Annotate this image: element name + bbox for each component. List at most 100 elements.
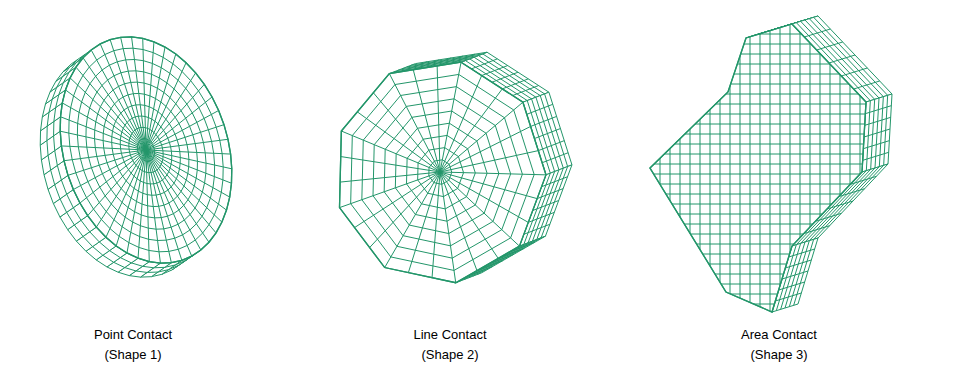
mesh-line (73, 208, 81, 221)
mesh-spoke (146, 63, 186, 150)
mesh-line (120, 258, 131, 263)
mesh-spoke (440, 172, 519, 246)
mesh-line (60, 199, 67, 213)
mesh-line (720, 24, 721, 312)
mesh-line (650, 54, 866, 55)
mesh-line (48, 155, 51, 170)
mesh-spoke (146, 42, 154, 150)
mesh-line (770, 24, 771, 312)
mesh-spoke (146, 139, 228, 150)
mesh-line (810, 24, 811, 312)
mesh-line (740, 24, 741, 312)
mesh-spoke (385, 172, 440, 268)
face-outline (60, 37, 232, 263)
mesh-spoke (146, 150, 149, 262)
mesh-line (534, 129, 560, 139)
mesh-line (800, 24, 801, 312)
mesh-line (83, 236, 93, 246)
front-face (60, 37, 232, 263)
mesh-spoke (389, 74, 440, 172)
shape-caption: Area Contact (Shape 3) (729, 325, 829, 365)
mesh-line (850, 24, 851, 312)
mesh-spoke (61, 146, 146, 150)
mesh-line (785, 260, 811, 268)
mesh-line (125, 268, 136, 271)
mesh-spoke (110, 40, 146, 150)
mesh-spoke (146, 84, 204, 150)
mesh-line (51, 170, 55, 185)
mesh-spoke (440, 172, 477, 271)
mesh-line (650, 304, 866, 305)
mesh-spoke (66, 90, 146, 150)
mesh-spoke (440, 76, 482, 172)
side-band (862, 94, 892, 172)
mesh-spoke (64, 150, 146, 161)
mesh-line (537, 189, 563, 199)
mesh-line (502, 79, 528, 89)
mesh-line (650, 214, 866, 215)
mesh-spoke (146, 150, 226, 210)
shape-caption: Line Contact (Shape 2) (400, 325, 500, 365)
mesh-spoke (146, 150, 160, 263)
mesh-spoke (80, 150, 146, 203)
mesh-line (650, 244, 866, 245)
mesh-line (864, 129, 890, 137)
mesh-line (528, 212, 554, 222)
mesh-line (680, 24, 681, 312)
mesh-spoke (437, 66, 440, 172)
mesh-spoke (61, 117, 146, 150)
mesh-spoke (440, 172, 528, 222)
mesh-line (854, 81, 880, 89)
mesh-spoke (440, 89, 502, 172)
mesh-line (710, 24, 711, 312)
mesh-spoke (440, 172, 456, 283)
mesh-spoke (440, 172, 546, 175)
mesh-line (136, 271, 147, 273)
mesh-line (533, 201, 559, 211)
mesh-spoke (146, 150, 216, 233)
mesh-spoke (143, 38, 146, 150)
mesh-line (779, 282, 805, 290)
mesh-line (660, 24, 661, 312)
mesh-line (700, 24, 701, 312)
mesh-line (780, 24, 781, 312)
mesh-line (55, 151, 58, 166)
mesh-line (524, 224, 550, 234)
mesh-spoke (138, 150, 146, 258)
mesh-line (820, 24, 821, 312)
wireframe-shape (40, 37, 232, 277)
mesh-line (103, 255, 114, 262)
mesh-spoke (146, 54, 176, 150)
mesh-line (650, 24, 866, 25)
mesh-line (650, 74, 866, 75)
front-face (650, 24, 866, 312)
mesh-line (782, 271, 808, 279)
mesh-line (860, 24, 861, 312)
mesh-line (47, 112, 49, 126)
mesh-line (650, 264, 866, 265)
mesh-spoke (432, 172, 440, 278)
mesh-spoke (146, 150, 231, 154)
mesh-line (830, 24, 831, 312)
mesh-spoke (116, 150, 146, 246)
mesh-spoke (341, 131, 440, 172)
mesh-spoke (68, 150, 146, 175)
mesh-line (650, 144, 866, 145)
mesh-line (54, 108, 56, 122)
mesh-line (650, 44, 866, 45)
mesh-line (492, 72, 518, 82)
mesh-line (74, 225, 83, 236)
mesh-spoke (370, 172, 440, 248)
mesh-line (863, 152, 889, 160)
mesh-spoke (146, 97, 212, 150)
mesh-line (650, 134, 866, 135)
mesh-line (650, 274, 866, 275)
mesh-line (650, 64, 866, 65)
mesh-line (131, 263, 142, 266)
mesh-line (650, 234, 866, 235)
mesh-line (670, 24, 671, 312)
mesh-line (650, 114, 866, 115)
mesh-spoke (96, 150, 146, 227)
mesh-spoke (132, 37, 146, 150)
mesh-line (840, 24, 841, 312)
